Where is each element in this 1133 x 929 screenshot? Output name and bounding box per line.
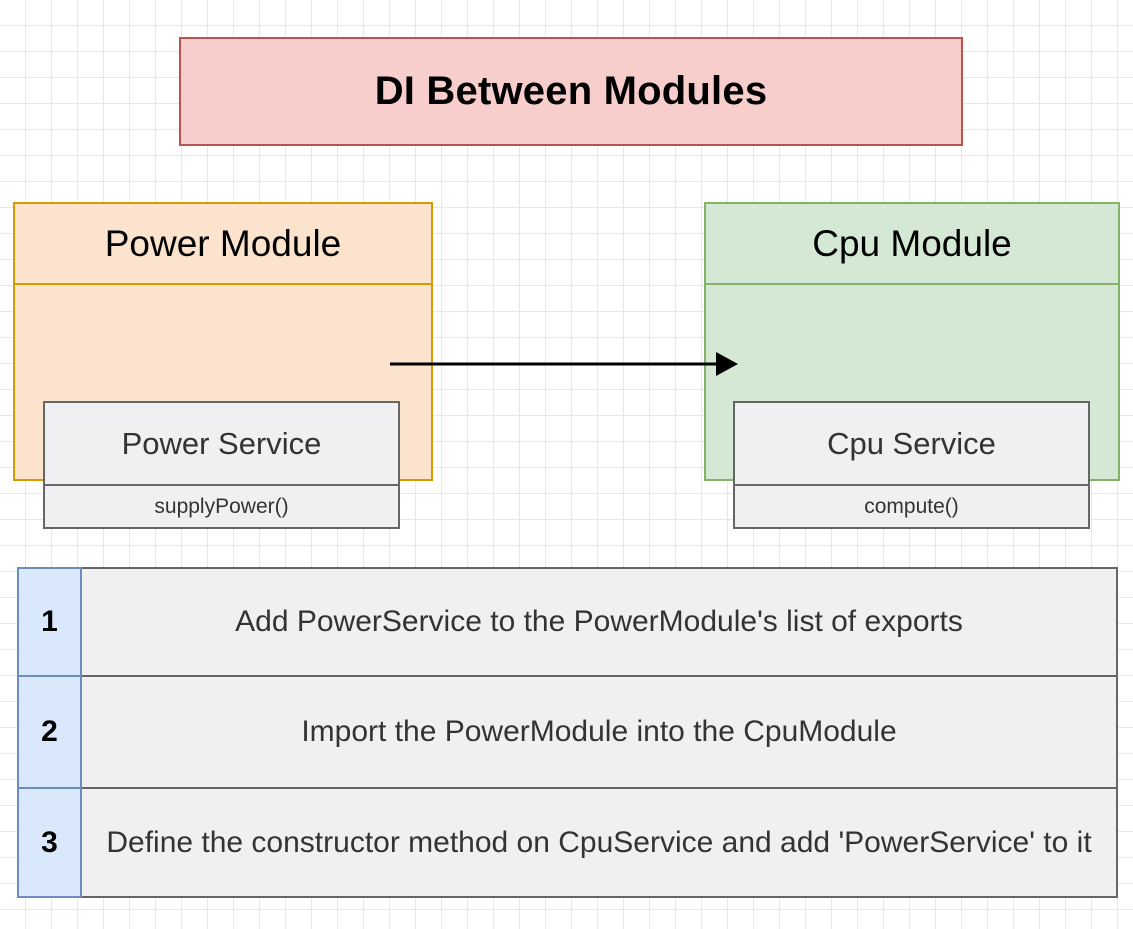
step-number-cell: 2 [17, 675, 82, 787]
power-module-container[interactable]: Power Module Power Service supplyPower() [13, 202, 433, 529]
cpu-module-label: Cpu Module [812, 223, 1012, 264]
table-row[interactable]: 3 Define the constructor method on CpuSe… [17, 787, 1118, 898]
step-number: 2 [41, 715, 58, 748]
step-text-cell: Add PowerService to the PowerModule's li… [82, 569, 1116, 675]
step-number-cell: 3 [17, 787, 82, 898]
power-service-method-row: supplyPower() [45, 486, 398, 527]
power-module-header: Power Module [15, 204, 431, 285]
step-description: Define the constructor method on CpuServ… [106, 825, 1092, 859]
table-row[interactable]: 2 Import the PowerModule into the CpuMod… [17, 675, 1118, 787]
table-row[interactable]: 1 Add PowerService to the PowerModule's … [17, 567, 1118, 675]
step-number: 1 [41, 605, 58, 638]
cpu-service-name: Cpu Service [827, 425, 996, 461]
power-service-name: Power Service [121, 425, 322, 461]
power-service-name-row: Power Service [45, 403, 398, 486]
cpu-service-method-row: compute() [735, 486, 1088, 527]
diagram-title-text: DI Between Modules [374, 69, 768, 113]
step-description: Add PowerService to the PowerModule's li… [235, 605, 963, 639]
step-text-cell: Define the constructor method on CpuServ… [82, 789, 1116, 896]
cpu-service-method: compute() [864, 494, 959, 518]
step-number: 3 [41, 825, 58, 859]
step-description: Import the PowerModule into the CpuModul… [301, 715, 897, 749]
cpu-service-box[interactable]: Cpu Service compute() [733, 401, 1090, 529]
power-module-label: Power Module [104, 223, 342, 264]
cpu-module-body: Cpu Service compute() [706, 285, 1118, 560]
cpu-module-container[interactable]: Cpu Module Cpu Service compute() [704, 202, 1120, 529]
power-module-body: Power Service supplyPower() [15, 285, 431, 560]
diagram-title-box[interactable]: DI Between Modules [179, 37, 963, 146]
power-service-method: supplyPower() [154, 494, 289, 518]
step-number-cell: 1 [17, 567, 82, 675]
power-service-box[interactable]: Power Service supplyPower() [43, 401, 400, 529]
step-text-cell: Import the PowerModule into the CpuModul… [82, 677, 1116, 787]
steps-table: 1 Add PowerService to the PowerModule's … [17, 567, 1118, 898]
cpu-module-header: Cpu Module [706, 204, 1118, 285]
cpu-service-name-row: Cpu Service [735, 403, 1088, 486]
dependency-arrow-icon[interactable] [390, 346, 740, 382]
